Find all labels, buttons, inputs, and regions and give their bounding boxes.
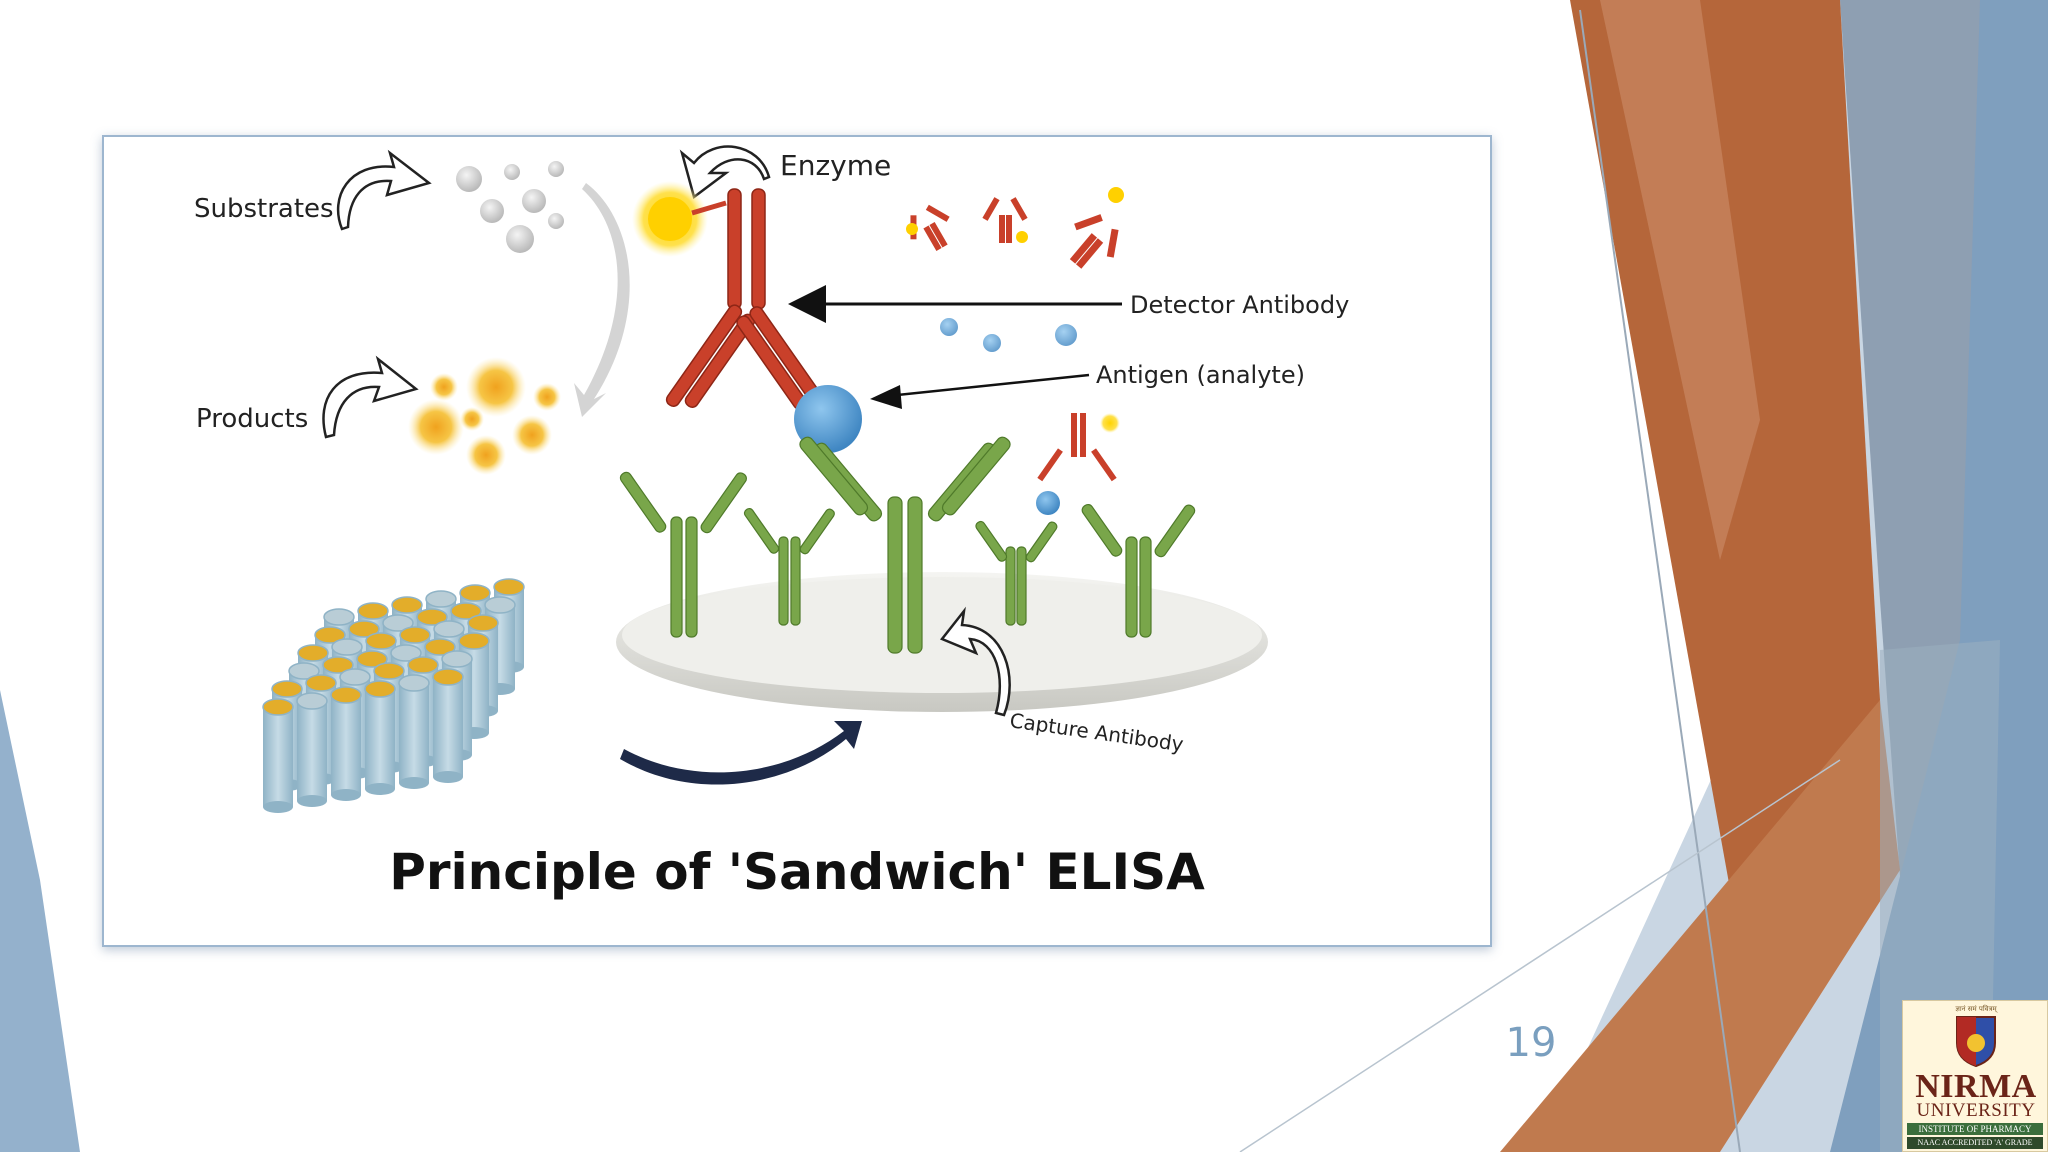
well-top <box>450 602 482 620</box>
well-top <box>314 626 346 644</box>
well-top <box>288 662 320 680</box>
microplate-wells <box>262 578 525 813</box>
well-base <box>263 801 293 813</box>
nirma-university-logo: ज्ञानं समं पवित्रम् NIRMA UNIVERSITY INS… <box>1902 1000 2048 1152</box>
logo-motto: ज्ञानं समं पवित्रम् <box>1955 1005 1997 1013</box>
well-base <box>365 783 395 795</box>
well-top <box>331 638 363 656</box>
well-top <box>407 656 439 674</box>
well-top <box>296 692 328 710</box>
label-enzyme: Enzyme <box>780 149 891 182</box>
diagram-frame: Substrates Products Enzyme <box>102 135 1492 947</box>
thin-line-1 <box>1579 9 1741 1152</box>
well-top <box>458 632 490 650</box>
well-top <box>305 674 337 692</box>
well-top <box>459 584 491 602</box>
well-top <box>364 680 396 698</box>
products-curved-arrow <box>322 355 419 439</box>
well-top <box>425 590 457 608</box>
well-top <box>432 668 464 686</box>
product-molecules <box>408 357 561 475</box>
conversion-curved-arrow <box>574 183 630 417</box>
elisa-diagram: Substrates Products Enzyme <box>194 145 1349 901</box>
logo-university: UNIVERSITY <box>1916 1100 2036 1121</box>
slide-page-number: 19 <box>1505 1020 1557 1066</box>
detector-antibody-arrowhead <box>788 285 826 323</box>
well-top <box>416 608 448 626</box>
well-top <box>330 686 362 704</box>
well-top <box>433 620 465 638</box>
well-base <box>433 771 463 783</box>
enzyme-small <box>1100 413 1120 433</box>
well-top <box>467 614 499 632</box>
well-top <box>399 626 431 644</box>
antigen-pointer <box>877 373 1090 399</box>
well-top <box>271 680 303 698</box>
detector-antibody-main <box>665 188 826 410</box>
well-top <box>339 668 371 686</box>
substrates-curved-arrow <box>336 149 432 231</box>
well-top <box>441 650 473 668</box>
well-top <box>322 656 354 674</box>
well-top <box>424 638 456 656</box>
logo-institute: INSTITUTE OF PHARMACY <box>1907 1123 2043 1135</box>
well-top <box>323 608 355 626</box>
well-cylinder <box>297 701 327 801</box>
antigen-arrowhead <box>870 385 902 409</box>
detector-antibody-small <box>1037 413 1117 482</box>
enzyme-curved-arrow <box>679 145 771 200</box>
well-cylinder <box>263 707 293 807</box>
well-cylinder <box>331 695 361 795</box>
well-cylinder <box>433 677 463 777</box>
label-substrates: Substrates <box>194 194 334 224</box>
label-antigen: Antigen (analyte) <box>1096 361 1305 389</box>
logo-accreditation: NAAC ACCREDITED 'A' GRADE <box>1907 1137 2043 1149</box>
thin-line-2 <box>1239 759 1841 1152</box>
logo-name: NIRMA <box>1915 1068 2037 1105</box>
label-capture-antibody: Capture Antibody <box>1008 708 1185 756</box>
well-base <box>297 795 327 807</box>
label-products: Products <box>196 404 308 434</box>
well-top <box>357 602 389 620</box>
well-top <box>382 614 414 632</box>
well-cylinder <box>365 689 395 789</box>
well-top <box>373 662 405 680</box>
well-top <box>348 620 380 638</box>
substrate-molecules <box>456 161 564 253</box>
well-cylinder <box>399 683 429 783</box>
capture-antibodies <box>619 436 1196 654</box>
enzyme-sun-icon <box>632 181 727 257</box>
well-top <box>391 596 423 614</box>
capture-antibody-curved-arrow <box>939 606 1011 717</box>
diagram-title: Principle of 'Sandwich' ELISA <box>389 843 1205 901</box>
well-base <box>399 777 429 789</box>
free-antigens <box>940 318 1077 352</box>
well-top <box>262 698 294 716</box>
bound-antigen-small <box>1036 491 1060 515</box>
well-top <box>390 644 422 662</box>
well-top <box>356 650 388 668</box>
left-blue-band <box>0 690 80 1152</box>
label-detector-antibody: Detector Antibody <box>1130 291 1349 319</box>
microplate-curved-arrow <box>620 721 862 785</box>
well-top <box>365 632 397 650</box>
right-orange-band-lower <box>1500 700 1900 1152</box>
well-top <box>484 596 516 614</box>
well-top <box>398 674 430 692</box>
free-detector-antibodies <box>906 187 1124 269</box>
bound-antigen <box>794 385 862 453</box>
right-orange-band-light <box>1600 0 1760 560</box>
well-top <box>297 644 329 662</box>
well-top <box>493 578 525 596</box>
logo-crest-icon <box>1956 1016 1996 1067</box>
well-base <box>331 789 361 801</box>
